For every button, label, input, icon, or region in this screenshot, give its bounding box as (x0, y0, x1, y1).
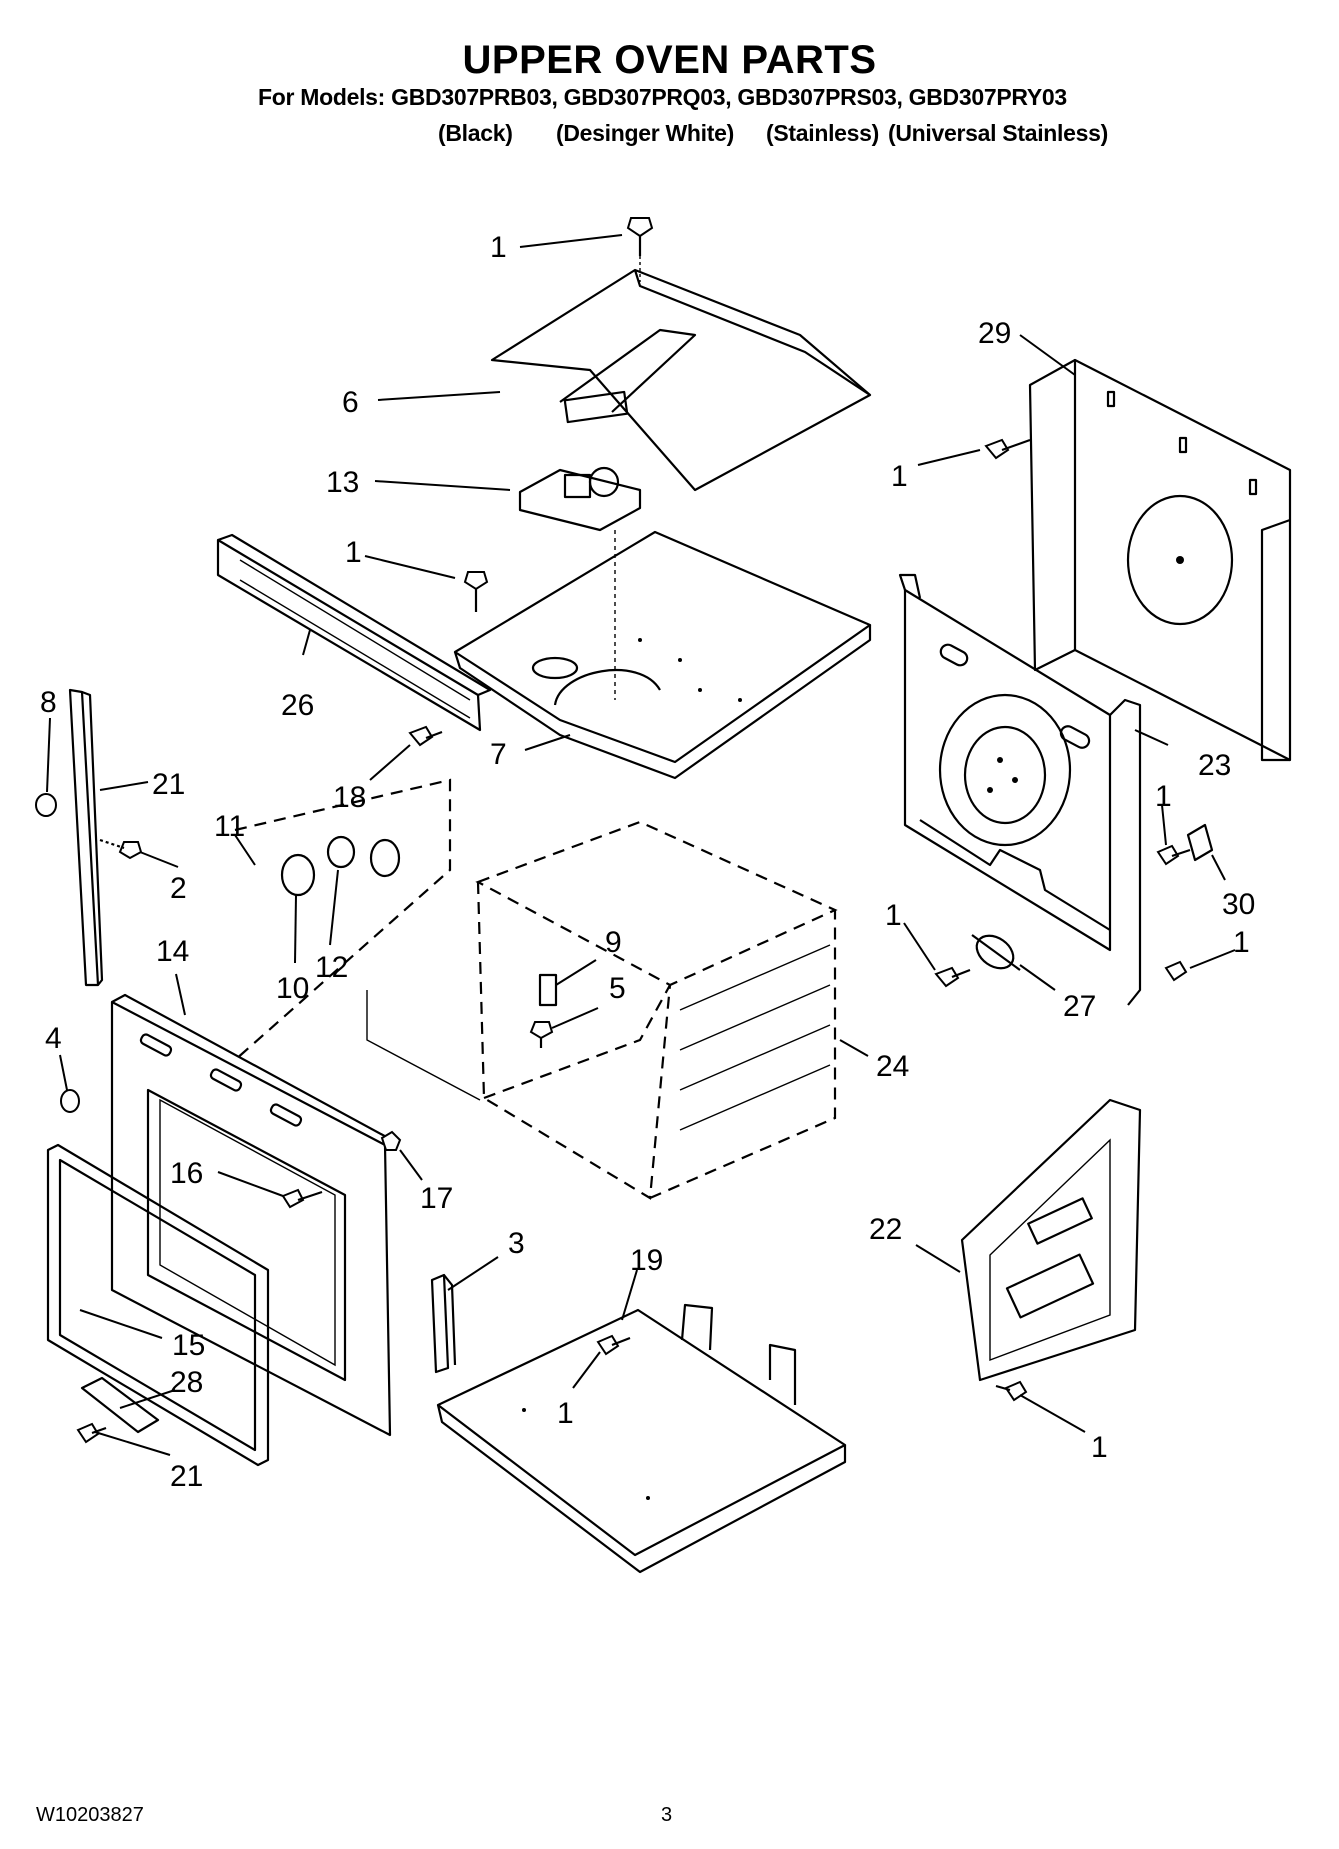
callout-1-bottom-tray: 1 (557, 1397, 574, 1430)
callout-21-lower: 21 (170, 1460, 203, 1493)
part-4-nut (60, 1089, 80, 1113)
part-26-vent-grille (216, 533, 492, 732)
callout-6: 6 (342, 386, 359, 419)
callout-22: 22 (869, 1213, 902, 1246)
part-19-bottom-tray (436, 1303, 847, 1574)
part-22-side-panel (960, 1098, 1142, 1382)
callout-3: 3 (508, 1227, 525, 1260)
part-24-oven-cavity (366, 820, 838, 1200)
part-11-light-kit (234, 778, 452, 1061)
variant-designer-white: (Desinger White) (556, 120, 734, 146)
callout-28: 28 (170, 1366, 203, 1399)
callout-1-side-panel: 1 (1091, 1431, 1108, 1464)
callout-24: 24 (876, 1050, 909, 1083)
part-1-screw-top-plate (463, 571, 489, 612)
callout-1-top-plate: 1 (345, 536, 362, 569)
callout-21-upper: 21 (152, 768, 185, 801)
variant-universal-stainless: (Universal Stainless) (888, 120, 1108, 146)
part-29-rear-panel (1028, 358, 1292, 762)
callout-1-sensor: 1 (885, 899, 902, 932)
callout-10: 10 (276, 972, 309, 1005)
callout-23: 23 (1198, 749, 1231, 782)
callout-5: 5 (609, 972, 626, 1005)
callout-12: 12 (315, 951, 348, 984)
variant-black: (Black) (438, 120, 513, 146)
callout-11: 11 (214, 810, 245, 843)
callout-labels: 1 6 13 1 26 7 18 29 1 23 1 30 1 1 27 8 2… (40, 231, 1255, 1493)
part-6-top-cover (490, 256, 872, 492)
callout-4: 4 (45, 1022, 62, 1055)
part-17-nut (380, 1130, 402, 1151)
part-3-bracket (430, 1273, 457, 1374)
part-27-sensor (971, 934, 1021, 971)
callout-1-fan-panel: 1 (1233, 926, 1250, 959)
document-number: W10203827 (36, 1804, 144, 1826)
part-1-screw-bottom-tray (596, 1334, 631, 1356)
page-title: UPPER OVEN PARTS (462, 38, 877, 82)
callout-1-bracket: 1 (1155, 780, 1172, 813)
part-21-screw-bottom (76, 1422, 107, 1444)
variant-stainless: (Stainless) (766, 120, 880, 146)
part-28-clip (80, 1376, 160, 1434)
callout-8: 8 (40, 686, 57, 719)
page-number: 3 (661, 1804, 673, 1826)
callout-15: 15 (172, 1329, 205, 1362)
callout-13: 13 (326, 466, 359, 499)
part-5-screw (529, 1021, 554, 1048)
callout-17: 17 (420, 1182, 453, 1215)
part-7-top-plate (453, 530, 872, 780)
part-18-screw (408, 725, 443, 747)
callout-1-top: 1 (490, 231, 507, 264)
callout-9: 9 (605, 926, 622, 959)
part-23-fan-panel (898, 573, 1142, 1006)
part-1-screw-sensor (934, 966, 971, 988)
models-line: For Models: GBD307PRB03, GBD307PRQ03, GB… (258, 84, 1067, 110)
callout-30: 30 (1222, 888, 1255, 921)
callout-27: 27 (1063, 990, 1096, 1023)
part-1-screw-fan-panel (1164, 960, 1188, 982)
callout-18: 18 (333, 781, 366, 814)
callout-2: 2 (170, 872, 187, 905)
callout-19: 19 (630, 1244, 663, 1277)
part-30-bracket (1186, 823, 1214, 862)
callout-16: 16 (170, 1157, 203, 1190)
callout-7: 7 (490, 738, 507, 771)
part-1-screw-rear-panel (984, 438, 1031, 460)
callout-14: 14 (156, 935, 189, 968)
callout-26: 26 (281, 689, 314, 722)
part-21-side-trim (68, 688, 104, 987)
leader-lines (46, 234, 1236, 1456)
part-13-bracket (518, 466, 642, 700)
part-15-door-gasket (46, 1143, 270, 1467)
part-1-screw-side-panel (995, 1380, 1028, 1402)
part-16-screw (281, 1188, 323, 1209)
callout-1-rear-panel: 1 (891, 460, 908, 493)
part-9-element-sensor (538, 973, 558, 1007)
part-8-nut (35, 793, 57, 817)
page-header: UPPER OVEN PARTS (0, 38, 1339, 82)
part-1-screw-bracket-30 (1156, 844, 1191, 866)
part-2-screw (99, 838, 143, 860)
part-1-screw-top (626, 217, 654, 256)
callout-29: 29 (978, 317, 1011, 350)
